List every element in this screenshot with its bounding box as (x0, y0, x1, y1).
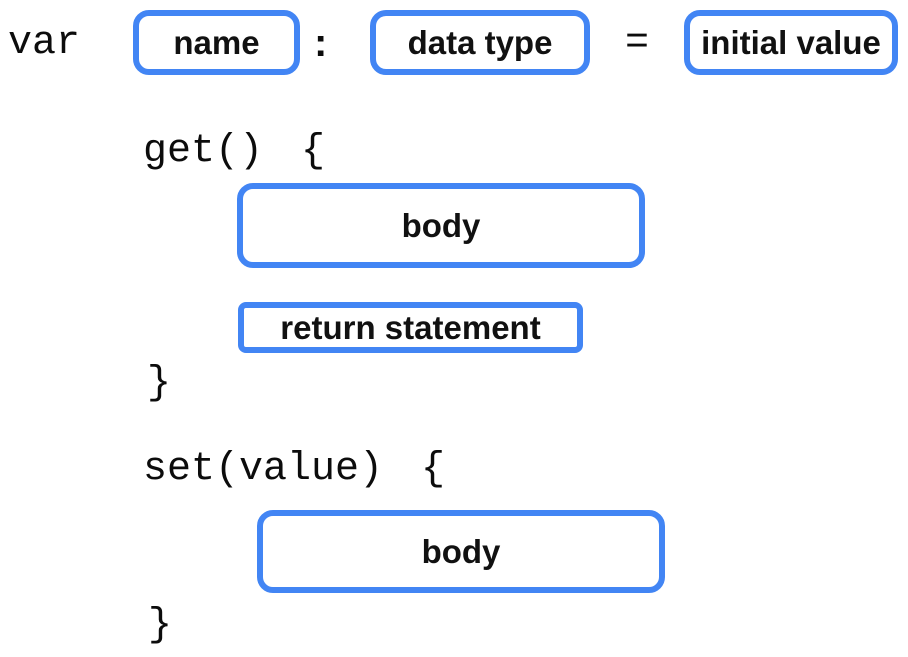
setter-open-code: set(value) { (143, 447, 446, 492)
var-keyword: var (8, 21, 81, 66)
getter-body-placeholder-label: body (401, 206, 481, 244)
name-placeholder-box: name (133, 10, 300, 75)
name-placeholder-label: name (173, 23, 260, 61)
initial-value-placeholder-box: initial value (684, 10, 898, 75)
return-statement-placeholder-label: return statement (280, 308, 541, 346)
getter-close-brace: } (147, 361, 172, 406)
initial-value-placeholder-label: initial value (701, 23, 881, 61)
data-type-placeholder-label: data type (407, 23, 553, 61)
getter-open-code: get() { (143, 129, 326, 174)
colon-separator: : (314, 21, 328, 65)
setter-body-placeholder-label: body (421, 532, 501, 570)
getter-body-placeholder-box: body (237, 183, 645, 268)
setter-body-placeholder-box: body (257, 510, 665, 593)
return-statement-placeholder-box: return statement (238, 302, 583, 353)
data-type-placeholder-box: data type (370, 10, 590, 75)
setter-close-brace: } (148, 603, 173, 648)
equals-separator: = (625, 21, 650, 66)
